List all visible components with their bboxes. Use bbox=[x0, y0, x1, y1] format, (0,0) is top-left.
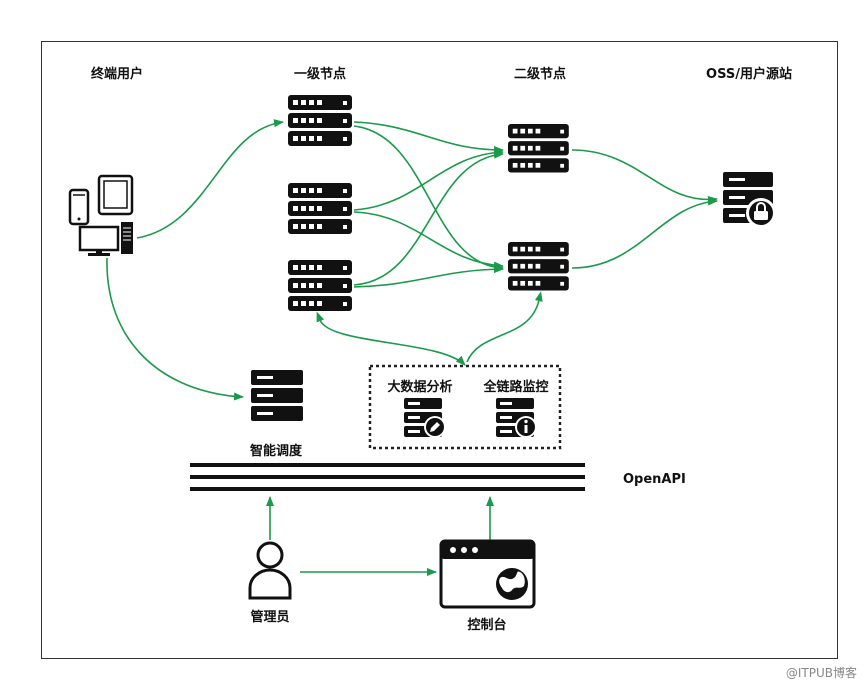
label-big-data: 大数据分析 bbox=[387, 380, 453, 395]
end-user-devices bbox=[68, 174, 134, 256]
arrow-t2a-origin bbox=[571, 149, 718, 204]
arrow-user-to-tier1 bbox=[136, 119, 284, 239]
label-full-link: 全链路监控 bbox=[483, 380, 549, 395]
server-info-icon bbox=[496, 398, 537, 438]
arrow-user-to-scheduler bbox=[106, 257, 244, 401]
desktop-icon bbox=[78, 222, 133, 256]
label-admin: 管理员 bbox=[250, 610, 290, 625]
diagram-frame bbox=[41, 41, 838, 659]
server-icon bbox=[508, 242, 569, 290]
arrow-t2-monitor bbox=[466, 291, 543, 363]
tablet-icon bbox=[97, 174, 134, 216]
server-icon bbox=[251, 370, 303, 421]
server-icon bbox=[288, 260, 352, 311]
label-tier1-nodes: 一级节点 bbox=[293, 67, 347, 82]
phone-icon bbox=[68, 188, 90, 226]
arrow-t1b-t2b bbox=[353, 211, 504, 270]
arrow-t1a-t2a bbox=[353, 121, 504, 154]
label-end-users: 终端用户 bbox=[90, 67, 144, 82]
label-origin: OSS/用户源站 bbox=[706, 67, 792, 82]
monitoring-box bbox=[368, 364, 562, 450]
label-tier2-nodes: 二级节点 bbox=[513, 67, 567, 82]
arrow-t1c-t2b bbox=[353, 265, 504, 288]
server-edit-icon bbox=[404, 398, 446, 438]
server-icon bbox=[288, 183, 352, 234]
browser-globe-icon bbox=[439, 539, 536, 609]
connectors bbox=[106, 119, 718, 576]
watermark: @ITPUB博客 bbox=[785, 666, 857, 680]
arrow-t1a-t2b bbox=[353, 125, 504, 272]
label-scheduler: 智能调度 bbox=[249, 444, 303, 459]
arrow-t2b-origin bbox=[571, 197, 718, 269]
openapi-bus bbox=[190, 463, 585, 491]
server-lock-icon bbox=[723, 172, 776, 228]
user-icon bbox=[248, 541, 292, 600]
label-openapi: OpenAPI bbox=[623, 472, 686, 487]
arrow-t1b-t2a bbox=[353, 148, 504, 211]
label-console: 控制台 bbox=[467, 618, 507, 633]
server-icon bbox=[508, 124, 569, 172]
server-icon bbox=[288, 95, 352, 146]
arrow-t1c-t2a bbox=[353, 150, 504, 286]
arrow-t1-monitor bbox=[316, 311, 466, 366]
